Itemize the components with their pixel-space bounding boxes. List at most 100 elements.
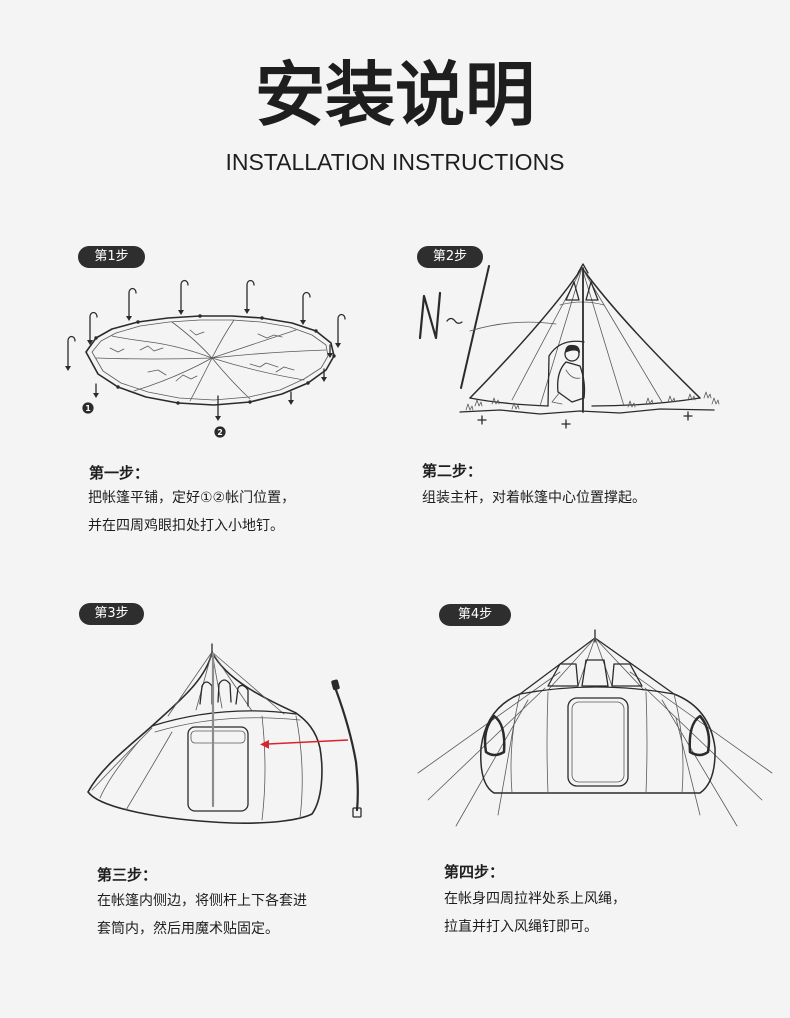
ground-peg: [561, 419, 571, 429]
flat-tent-outer-edge: [85, 315, 335, 406]
roof-left-edge: [519, 637, 596, 695]
eyelet: [94, 336, 98, 340]
guy-rope: [661, 699, 738, 827]
arrow-shaft: [267, 739, 349, 745]
stake-shaft: [89, 311, 98, 341]
guy-rope: [427, 687, 546, 801]
side-window-right: [688, 714, 711, 757]
stake-arrow: [327, 353, 333, 358]
eave-line: [519, 686, 675, 695]
ground-stake: [244, 279, 255, 314]
ground-stake: [300, 291, 311, 325]
fold-line: [95, 357, 213, 360]
seam-line: [167, 651, 213, 717]
roof-window: [581, 659, 609, 687]
tent-hem-right: [591, 397, 701, 407]
eyelet: [136, 320, 140, 324]
crinkle-line: [249, 362, 279, 368]
stake-arrow: [321, 377, 327, 382]
step-badge: 第2步: [417, 246, 483, 268]
door-panel: [567, 697, 629, 787]
guy-ropes: [417, 671, 773, 827]
grass-tuft: [465, 403, 474, 411]
eyelet: [176, 401, 180, 405]
ground-peg: [683, 411, 693, 421]
wall-seam: [673, 693, 684, 794]
side-pole-foot: [352, 807, 362, 818]
stake-shaft: [128, 287, 137, 317]
pole-joint-mark: [446, 317, 463, 324]
grass-tuft: [474, 399, 483, 407]
roof-window: [547, 663, 579, 687]
ground-stakes: [65, 279, 346, 421]
stake-arrow: [178, 310, 184, 315]
description-line: 在帐篷内侧边，将侧杆上下各套进: [97, 893, 307, 909]
tent-right-edge: [581, 267, 701, 399]
stake-shaft: [67, 335, 76, 367]
ground-stake: [327, 344, 333, 358]
fold-line: [111, 335, 213, 359]
tent-folds: [95, 319, 327, 402]
ground-line: [459, 408, 715, 415]
person-figure: [551, 344, 586, 405]
step-heading: 第三步：: [97, 866, 158, 884]
grass-tuft: [687, 393, 696, 401]
roof-window: [199, 681, 213, 705]
arrow-head: [260, 740, 269, 749]
ground-stake: [93, 383, 99, 398]
fold-line: [211, 357, 305, 381]
fold-line: [211, 319, 235, 359]
step-2-illustration: [418, 263, 720, 429]
marker-label: 2: [217, 428, 223, 437]
fold-line: [133, 357, 213, 392]
page-subtitle: INSTALLATION INSTRUCTIONS: [225, 149, 565, 175]
stake-arrow: [244, 309, 250, 314]
fold-line: [211, 349, 327, 359]
side-pole: [331, 679, 362, 818]
door-panel: [187, 726, 249, 812]
seam-line: [211, 651, 285, 715]
tent-left-edge: [469, 267, 583, 399]
door-marker-1: 1: [82, 402, 94, 414]
eyelet: [198, 314, 202, 318]
eyelet: [306, 381, 310, 385]
wall-seams: [91, 715, 303, 821]
ground-stake: [126, 287, 137, 321]
person-leg: [551, 391, 563, 405]
eave-line-inner: [154, 717, 301, 733]
marker-circle: [214, 426, 226, 438]
description-line: 并在四周鸡眼扣处打入小地钉。: [88, 518, 284, 534]
marker-circle: [82, 402, 94, 414]
step-badge: 第3步: [79, 603, 144, 625]
step-heading: 第四步：: [444, 863, 505, 881]
stake-arrow: [65, 366, 71, 371]
stake-shaft: [337, 313, 346, 344]
stake-arrow: [335, 343, 341, 348]
seam-line: [195, 651, 213, 711]
ground-stake: [215, 395, 221, 421]
tent-outline: [87, 651, 323, 824]
eyelets: [94, 314, 336, 405]
step-badge: 第1步: [78, 246, 145, 268]
side-pole-tip: [331, 679, 340, 691]
roof-window: [217, 679, 232, 703]
apex-tip: [577, 263, 589, 274]
description-line: 拉直并打入风绳钉即可。: [444, 919, 598, 935]
marker-label: 1: [85, 404, 91, 413]
roof-seams: [167, 651, 285, 717]
crinkle-line: [147, 369, 167, 376]
stake-arrow: [215, 416, 221, 421]
skirt-fold: [99, 739, 141, 799]
step-heading: 第一步：: [89, 464, 150, 482]
stake-shaft: [246, 279, 255, 310]
wall-seam: [261, 715, 266, 821]
seam-line: [594, 637, 613, 687]
side-window-left: [483, 714, 506, 757]
eyelet: [260, 316, 264, 320]
door-arch: [547, 340, 585, 407]
step-1-illustration: 1 2: [65, 279, 346, 438]
grass-tufts: [465, 391, 720, 411]
grass-tuft: [711, 397, 720, 405]
flat-tent-inner-edge: [91, 319, 329, 401]
insert-arrow: [260, 739, 349, 749]
